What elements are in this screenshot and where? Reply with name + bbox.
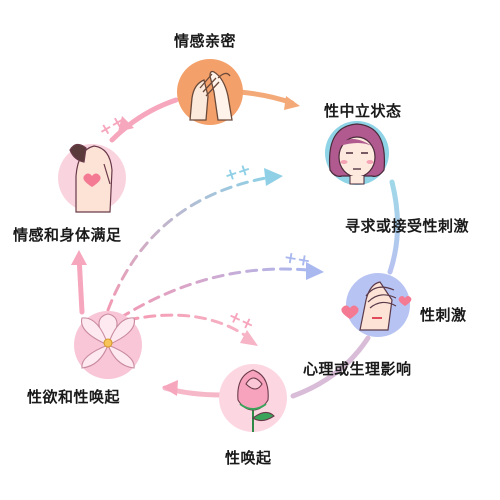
node-desire	[74, 311, 142, 379]
dashed-arrow-to-arousal	[126, 313, 248, 338]
arrowhead-neutral	[284, 96, 300, 110]
cycle-ring	[71, 89, 400, 399]
heart-icon-left	[341, 305, 359, 319]
arc-desire-to-satisfaction	[76, 253, 85, 315]
arc-satisfaction-to-intimacy	[109, 97, 179, 143]
label-transition-influence: 心理或生理影响	[303, 360, 412, 378]
label-desire: 性欲和性唤起	[27, 388, 121, 406]
plus-mark-top-left: ++	[95, 111, 128, 141]
embracing-back-icon	[69, 143, 113, 213]
node-stimulation	[341, 273, 412, 337]
clasped-hands-icon	[359, 281, 397, 331]
rose-bud-icon	[237, 369, 275, 432]
flower-icon	[80, 313, 136, 369]
dashed-arrowhead-arousal	[240, 330, 258, 346]
arc-intimacy-to-neutral	[237, 89, 295, 106]
plus-marks: ++ ++ ++ ++	[95, 111, 312, 335]
node-arousal	[219, 364, 287, 432]
arc-stimulation-to-arousal	[290, 335, 371, 399]
label-arousal: 性唤起	[225, 449, 272, 467]
arrowhead-satisfaction	[71, 250, 87, 265]
plus-mark-arousal: ++	[225, 306, 257, 335]
node-satisfaction	[58, 143, 126, 213]
holding-hands-icon	[189, 70, 233, 121]
dashed-arrowhead-stimulation	[306, 262, 324, 280]
dashed-arrows	[106, 168, 324, 346]
dashed-arrow-to-stimulation	[118, 267, 310, 320]
arrowhead-desire	[162, 380, 178, 396]
dashed-arrowhead-neutral	[264, 168, 283, 186]
woman-face-icon	[328, 123, 386, 185]
plus-mark-neutral: ++	[222, 159, 253, 185]
arc-neutral-to-stimulation	[387, 179, 400, 275]
node-neutral	[325, 121, 389, 185]
label-stimulation: 性刺激	[420, 306, 467, 324]
label-intimacy: 情感亲密	[174, 32, 237, 50]
dashed-arrow-to-neutral	[106, 176, 268, 312]
label-neutral: 性中立状态	[324, 102, 402, 120]
node-intimacy	[177, 59, 243, 125]
heart-icon-right	[398, 296, 412, 306]
label-satisfaction: 情感和身体满足	[13, 226, 122, 244]
plus-mark-stimulation: ++	[282, 247, 312, 270]
arrowhead-intimacy	[118, 116, 134, 132]
label-transition-seek: 寻求或接受性刺激	[345, 217, 470, 235]
